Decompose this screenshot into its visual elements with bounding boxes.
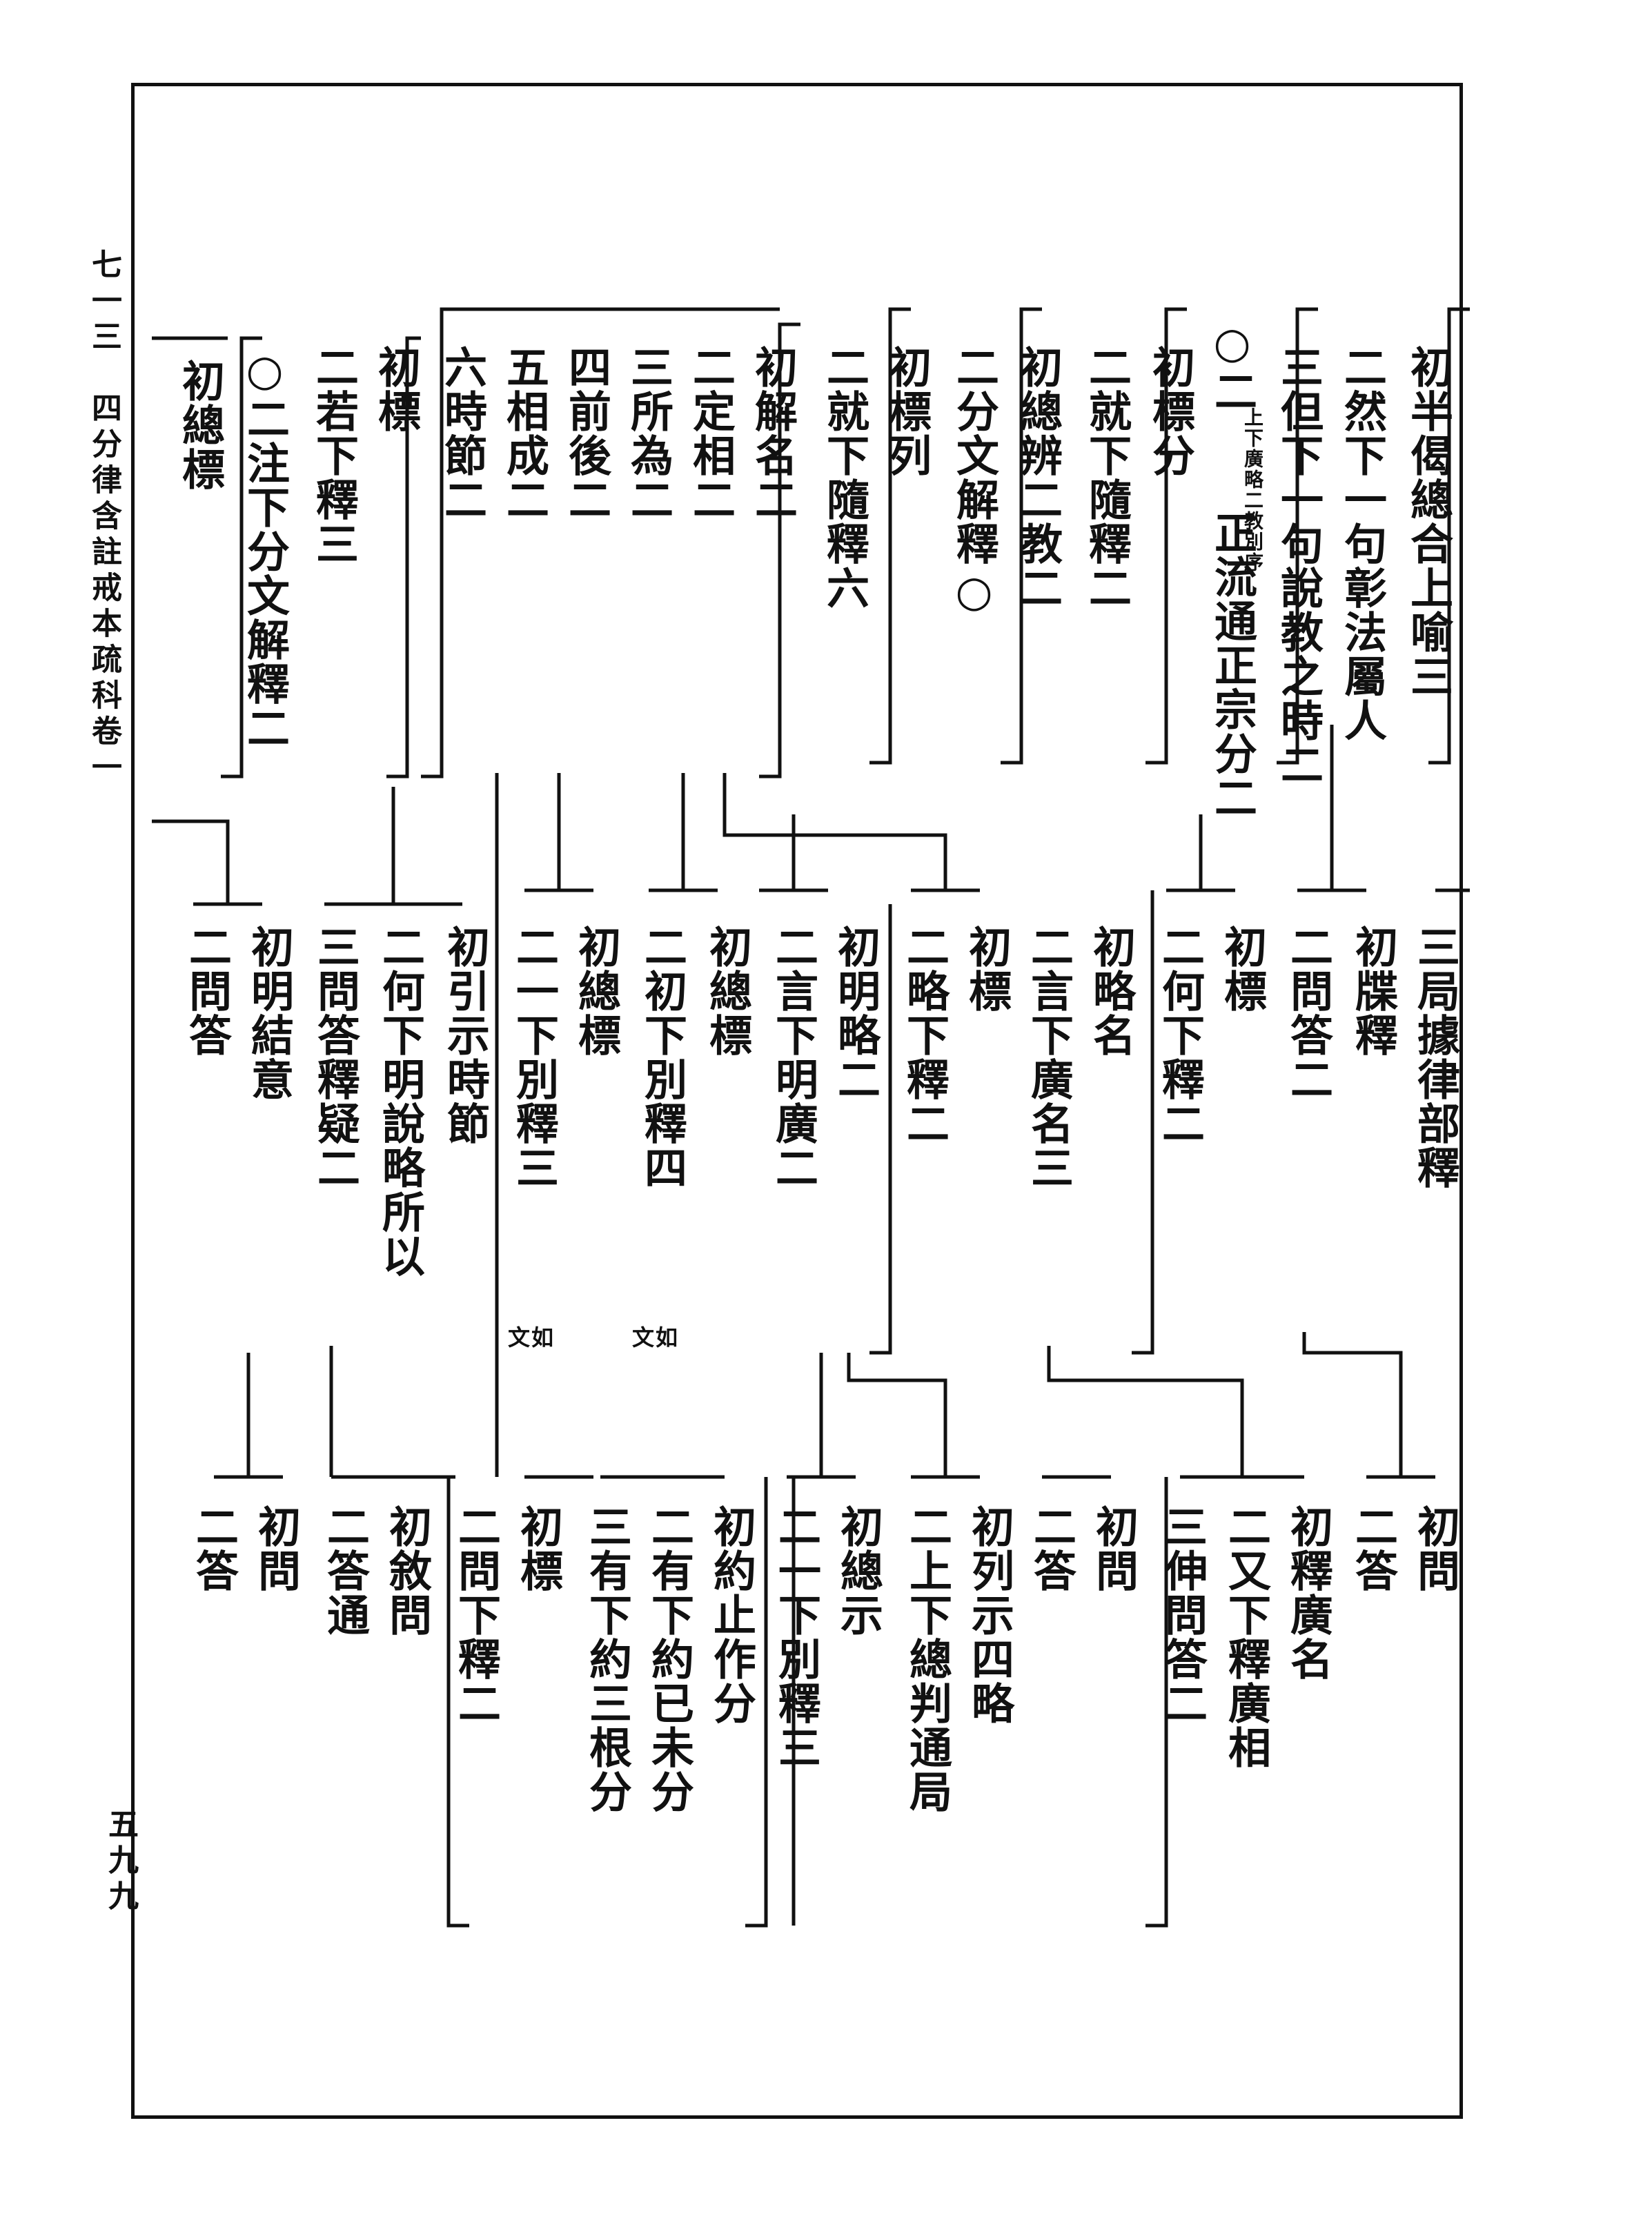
outline-node: 二言下廣名三 (1023, 925, 1074, 1190)
outline-node: 二初下別釋四 (637, 925, 687, 1190)
outline-node: 二問答 (181, 925, 232, 1057)
outline-node: 初總示 (833, 1505, 883, 1637)
outline-node: 初標列 (881, 345, 932, 478)
outline-node: 初明略二 (830, 925, 881, 1102)
outline-node: 初標 (961, 925, 1012, 1013)
outline-node: 二一下別釋三 (509, 925, 559, 1190)
outline-node: 初問 (1410, 1505, 1460, 1593)
outline-node: 初總標 (175, 359, 225, 491)
outline-node: 初總標 (571, 925, 621, 1057)
outline-node: 初總辨二教二 (1012, 345, 1063, 610)
outline-node: 初列示四略 (964, 1505, 1014, 1725)
outline-node: 二何下明說略所以 (375, 925, 425, 1278)
outline-node: ○二注下分文解釋二 (239, 345, 290, 750)
outline-node: 二若下釋三 (308, 345, 359, 566)
page-frame (131, 83, 1463, 2119)
outline-node: 初約止作分 (706, 1505, 756, 1725)
outline-node: 二問答二 (1283, 925, 1333, 1102)
outline-node: 二略下釋二 (899, 925, 950, 1146)
outline-node: 初半偈總合上喻三 (1403, 345, 1453, 698)
outline-node: 初敘問 (382, 1505, 432, 1637)
outline-node: 二答 (188, 1505, 239, 1593)
outline-node: 二問下釋二 (451, 1505, 501, 1725)
outline-node: 二又下釋廣相 (1221, 1505, 1271, 1770)
outline-node: 二有下約已未分 (644, 1505, 694, 1814)
outline-node: 二定相二 (685, 345, 736, 522)
outline-node: 初標 (371, 345, 421, 433)
outline-node: 初標 (1217, 925, 1267, 1013)
outline-node: 初引示時節 (440, 925, 490, 1146)
outline-node: 初牒釋 (1348, 925, 1398, 1057)
outline-node: 初問 (250, 1505, 301, 1593)
outline-node: 初標分 (1145, 345, 1195, 478)
outline-node-note: 文如 (508, 1324, 555, 1351)
outline-node: 二答 (1348, 1505, 1398, 1593)
outline-node: 初問 (1088, 1505, 1139, 1593)
outline-node: 六時節二 (437, 345, 487, 522)
outline-node: 三問答釋疑二 (310, 925, 360, 1190)
outline-node: 初釋廣名 (1283, 1505, 1333, 1681)
outline-node: 四前後二 (561, 345, 611, 522)
outline-node: 二答通 (319, 1505, 370, 1637)
outline-node: 三局據律部釋 (1410, 925, 1460, 1190)
outline-node: 二就下隨釋六 (819, 345, 869, 610)
outline-node: 初標 (513, 1505, 563, 1593)
outline-node: 三伸問答二 (1157, 1505, 1208, 1725)
outline-node: 二何下釋二 (1154, 925, 1205, 1146)
outline-node-note: 上下廣略二教別序 (1241, 407, 1264, 573)
outline-node: 初解名二 (747, 345, 798, 522)
outline-node: 二分文解釋○ (949, 345, 999, 618)
outline-node: 二一下別釋三 (771, 1505, 821, 1770)
outline-node: 二上下總判通局 (902, 1505, 952, 1814)
outline-node: 三但下一句說教之時二 (1273, 345, 1324, 787)
page-header: 七一三 四分律含註戒本疏科卷一 (86, 248, 121, 787)
outline-node: 二答 (1026, 1505, 1076, 1593)
outline-node-marker: ○二 (1207, 317, 1257, 413)
outline-node: 三所為二 (623, 345, 673, 522)
outline-node: 二言下明廣二 (768, 925, 818, 1190)
outline-node-note: 文如 (632, 1324, 680, 1351)
outline-node: 正流通正宗分二 (1207, 511, 1257, 820)
outline-node: 二然下一句彰法屬人 (1337, 345, 1387, 743)
outline-node: 初略名 (1085, 925, 1136, 1057)
outline-node: 三有下約三根分 (582, 1505, 632, 1814)
outline-node: 初總標 (702, 925, 752, 1057)
outline-node: 二就下隨釋二 (1081, 345, 1132, 610)
outline-node: 五相成二 (499, 345, 549, 522)
outline-node: 初明結意 (244, 925, 294, 1102)
